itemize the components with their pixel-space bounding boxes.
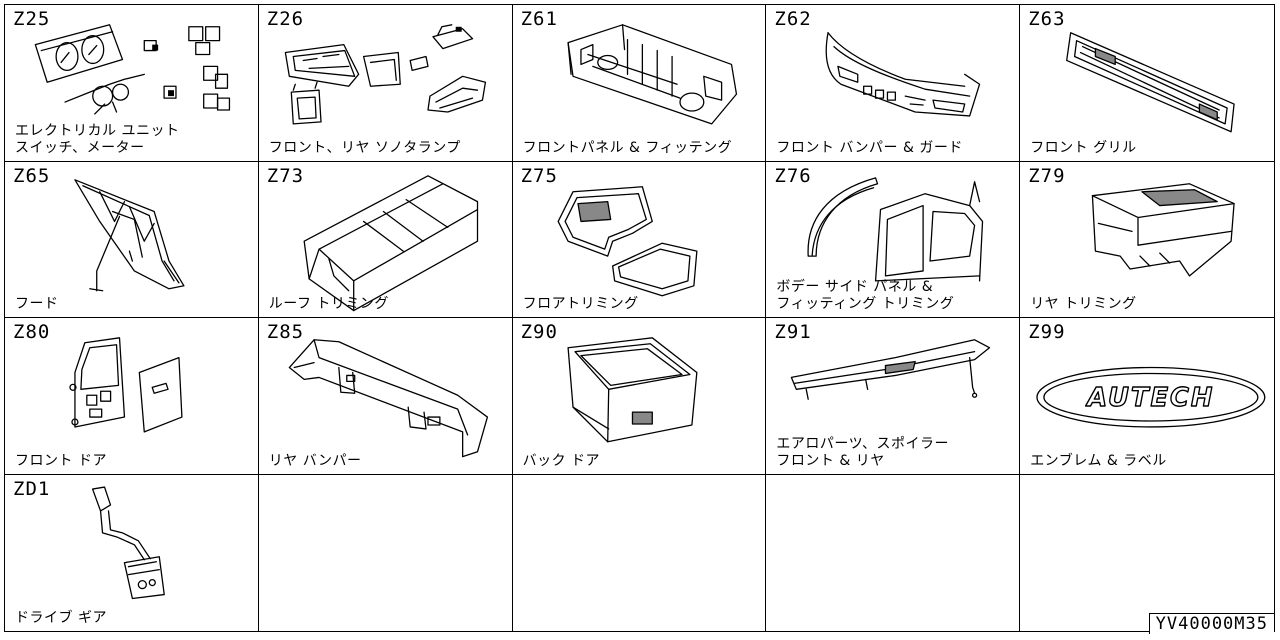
cell-code: ZD1 xyxy=(13,477,51,500)
parts-catalog-grid: Z25 エレクトリカル ユニット スイッチ、メーター Z26 フロント、リヤ ソノタ… xyxy=(4,4,1275,632)
cell-label: フード xyxy=(15,296,59,312)
front-door-icon xyxy=(69,337,183,433)
cell-label: フロアトリミング xyxy=(522,296,639,312)
empty-cell xyxy=(259,474,513,631)
cell-label: エアロパーツ、スポイラー フロント & リヤ xyxy=(776,435,949,469)
rear-trim-icon xyxy=(1091,182,1235,277)
catalog-cell-z65[interactable]: Z65 フード xyxy=(5,161,259,318)
catalog-cell-z25[interactable]: Z25 エレクトリカル ユニット スイッチ、メーター xyxy=(5,5,259,162)
cell-code: Z65 xyxy=(13,164,51,187)
cell-label: ルーフ トリミング xyxy=(268,296,389,312)
cell-label: フロント グリル xyxy=(1030,139,1137,156)
cell-label: ドライブ ギア xyxy=(15,610,107,626)
cell-label: バック ドア xyxy=(522,452,601,469)
front-bumper-icon xyxy=(826,32,981,117)
cell-code: Z61 xyxy=(520,8,558,30)
cell-label: エンブレム & ラベル xyxy=(1030,452,1167,469)
emblem-icon: AUTECH xyxy=(1036,366,1266,428)
cell-label: ボデー サイド パネル & フィッティング トリミング xyxy=(776,279,955,312)
front-grille-icon xyxy=(1066,32,1235,133)
catalog-cell-z76[interactable]: Z76 ボデー サイド パネル & フィッティング トリミング xyxy=(766,161,1021,318)
spoiler-icon xyxy=(791,339,991,400)
rear-bumper-icon xyxy=(288,339,488,458)
cell-label: フロント バンパー & ガード xyxy=(776,139,963,156)
cell-label: リヤ バンパー xyxy=(268,452,362,469)
catalog-cell-z73[interactable]: Z73 ルーフ トリミング xyxy=(258,161,513,318)
back-door-icon xyxy=(567,337,698,443)
cell-label: フロント、リヤ ソノタランプ xyxy=(268,139,461,156)
cell-code: Z76 xyxy=(774,164,812,187)
cell-code: Z85 xyxy=(266,321,305,343)
catalog-cell-z99[interactable]: AUTECH Z99 エンブレム & ラベル xyxy=(1020,318,1274,475)
catalog-cell-z63[interactable]: Z63 フロント グリル xyxy=(1020,5,1274,162)
catalog-cell-z62[interactable]: Z62 フロント バンパー & ガード xyxy=(766,5,1021,162)
drive-gear-icon xyxy=(91,485,165,599)
catalog-cell-z26[interactable]: Z26 フロント、リヤ ソノタランプ xyxy=(258,5,513,162)
empty-cell xyxy=(1020,475,1274,632)
cell-code: Z91 xyxy=(774,321,812,343)
catalog-cell-z85[interactable]: Z85 リヤ バンパー xyxy=(258,318,513,475)
hood-icon xyxy=(74,178,185,291)
catalog-cell-z90[interactable]: Z90 バック ドア xyxy=(512,318,767,475)
body-side-panel-icon xyxy=(807,176,984,281)
catalog-cell-z79[interactable]: Z79 リヤ トリミング xyxy=(1020,162,1274,318)
cell-code: Z73 xyxy=(266,164,305,187)
roof-trim-icon xyxy=(303,174,478,311)
empty-cell xyxy=(766,474,1021,631)
emblem-text: AUTECH xyxy=(1085,383,1214,413)
cell-code: Z25 xyxy=(13,8,51,30)
catalog-cell-z91[interactable]: Z91 エアロパーツ、スポイラー フロント & リヤ xyxy=(766,318,1021,475)
catalog-cell-z61[interactable]: Z61 フロントパネル & フィッテング xyxy=(512,5,767,162)
cell-label: エレクトリカル ユニット スイッチ、メーター xyxy=(15,122,180,156)
empty-cell xyxy=(513,474,767,631)
cell-code: Z79 xyxy=(1028,164,1066,187)
cell-label: リヤ トリミング xyxy=(1030,296,1137,312)
cell-code: Z63 xyxy=(1028,8,1066,30)
cell-code: Z99 xyxy=(1028,321,1066,343)
cell-label: フロントパネル & フィッテング xyxy=(522,139,733,156)
cell-code: Z90 xyxy=(520,321,558,343)
electrical-unit-parts-icon xyxy=(34,24,231,115)
cell-code: Z80 xyxy=(13,321,51,343)
cell-label: フロント ドア xyxy=(15,452,107,469)
floor-mat-icon xyxy=(557,185,698,296)
front-panel-icon xyxy=(567,24,737,125)
cell-code: Z26 xyxy=(266,8,305,30)
diagram-reference-number: YV40000M35 xyxy=(1148,613,1274,634)
lamps-icon xyxy=(284,24,486,125)
cell-code: Z75 xyxy=(520,164,558,187)
catalog-cell-zd1[interactable]: ZD1 ドライブ ギア xyxy=(5,474,259,631)
catalog-cell-z80[interactable]: Z80 フロント ドア xyxy=(5,318,259,475)
catalog-cell-z75[interactable]: Z75 フロアトリミング xyxy=(512,161,767,318)
cell-code: Z62 xyxy=(774,8,812,30)
